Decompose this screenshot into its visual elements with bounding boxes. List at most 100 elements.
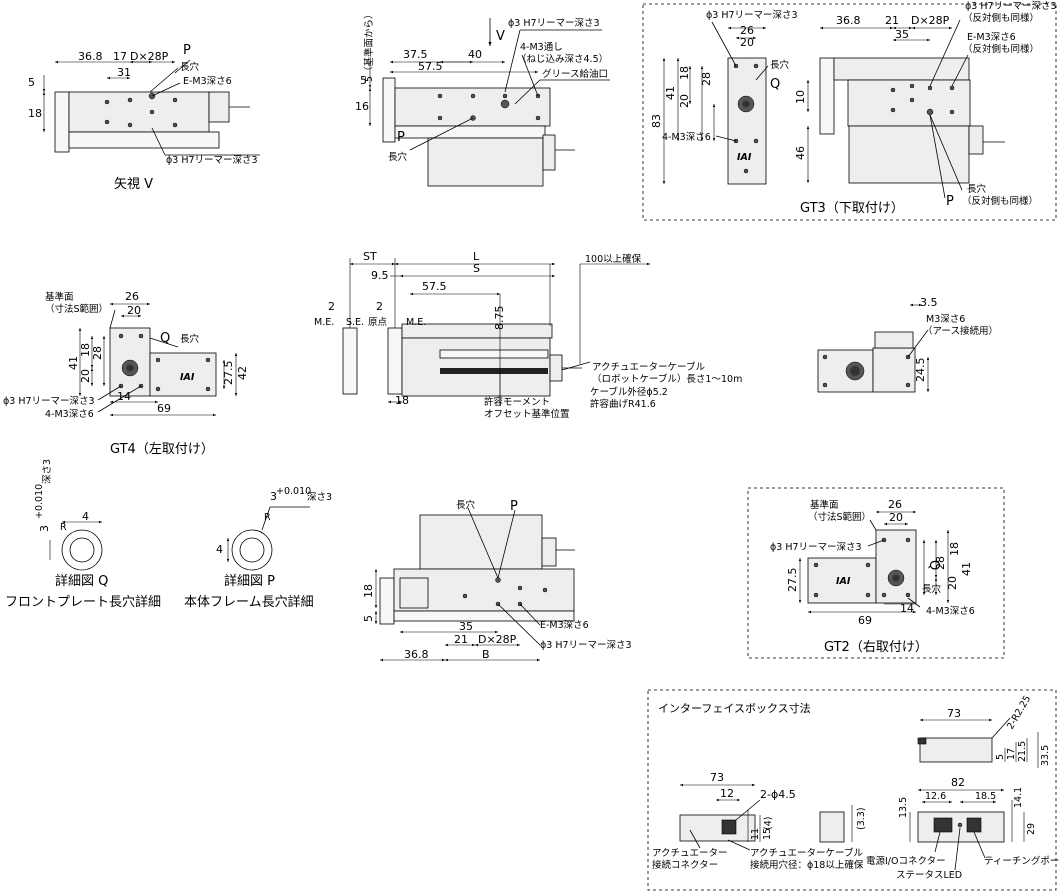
- gt2-dim-27-5: 27.5: [786, 568, 799, 593]
- if-13-5: 13.5: [898, 797, 909, 818]
- if-status: ステータスLED: [896, 870, 962, 881]
- gt4-dim-27-5: 27.5: [222, 361, 235, 386]
- svg-text:IAI: IAI: [737, 152, 752, 163]
- side-cable3: ケーブル外径ϕ5.2: [590, 386, 668, 398]
- if-73b: 73: [710, 771, 724, 784]
- gt3-dim-20: 20: [740, 36, 754, 49]
- if-12-6: 12.6: [925, 791, 946, 802]
- q-depth: 深さ3: [42, 459, 53, 484]
- top-dim-57-5: 57.5: [418, 60, 443, 73]
- bottom-18: 18: [362, 584, 375, 598]
- top-dim-5: 5: [360, 74, 367, 87]
- gt3-dim-dx28p: D×28P: [911, 14, 950, 27]
- gt3-dim-41: 41: [664, 86, 677, 100]
- gt2-frame: [747, 487, 1005, 659]
- if-3-3: (3.3): [856, 807, 867, 830]
- gt3-same2: （反対側も同様）: [963, 43, 1039, 55]
- gt4-m3: 4-M3深さ6: [45, 409, 94, 420]
- side-cable2: （ロボットケーブル）長さ1～10m: [592, 373, 742, 385]
- top-long-hole: 長穴: [388, 151, 408, 163]
- v-dim-18: 18: [28, 107, 42, 120]
- gt3-dim-26: 26: [740, 24, 754, 37]
- p-tol: +0.010: [276, 486, 311, 497]
- if-33-5: 33.5: [1040, 745, 1051, 766]
- gt3-m3: 4-M3深さ6: [662, 132, 711, 143]
- top-p: P: [397, 130, 405, 145]
- if-4: (4): [763, 817, 774, 830]
- gt2-q: Q: [926, 560, 941, 570]
- gt3-dim-10: 10: [794, 90, 807, 104]
- detail-q-title: 詳細図 Q: [55, 573, 108, 589]
- earth-view: [817, 303, 930, 393]
- gt2-dim-28: 28: [934, 556, 947, 570]
- earth-earth: （アース接続用）: [923, 325, 998, 337]
- gt2-view: IAI: [798, 510, 950, 614]
- side-2a: 2: [328, 300, 335, 313]
- detail-q-sub: フロントプレート長穴詳細: [5, 594, 161, 610]
- gt3-dim-46: 46: [794, 146, 807, 160]
- side-l: L: [473, 250, 480, 263]
- gt3-title: GT3（下取付け）: [800, 201, 904, 216]
- gt3-view: IAI: [662, 19, 1005, 199]
- v-em3: E-M3深さ6: [183, 76, 232, 87]
- bottom-36-8: 36.8: [404, 648, 429, 661]
- interface-view: [679, 717, 1039, 871]
- side-moment2: オフセット基準位置: [484, 408, 570, 420]
- gt4-dim-26: 26: [125, 290, 139, 303]
- bottom-b: B: [482, 648, 490, 661]
- gt4-ref: 基準面: [45, 291, 74, 303]
- gt4-long-hole: 長穴: [180, 333, 200, 345]
- earth-3-5: 3.5: [920, 296, 938, 309]
- if-17: 17: [1006, 748, 1017, 760]
- if-14-1: 14.1: [1013, 787, 1024, 808]
- if-73a: 73: [947, 707, 961, 720]
- gt3-dim-83: 83: [650, 114, 663, 128]
- v-dim-36-8: 36.8: [78, 50, 103, 63]
- side-s: S: [473, 262, 480, 275]
- if-cable2: 接続用穴径：ϕ18以上確保: [750, 859, 864, 871]
- p-3: 3: [270, 490, 277, 503]
- gt3-phi3b: ϕ3 H7リーマー深さ3: [965, 1, 1057, 12]
- if-cable1: アクチュエーターケーブル: [750, 847, 863, 859]
- top-dim-16: 16: [355, 100, 369, 113]
- if-12: 12: [720, 787, 734, 800]
- q-3: 3: [38, 525, 51, 532]
- interface-title: インターフェイスボックス寸法: [658, 701, 811, 715]
- top-m3: 4-M3通し: [520, 42, 563, 53]
- gt3-q: Q: [770, 77, 780, 92]
- gt3-dim-28: 28: [700, 72, 713, 86]
- earth-24-5: 24.5: [914, 358, 927, 383]
- q-r: R: [60, 522, 67, 533]
- gt4-q: Q: [160, 331, 170, 346]
- gt3-dim-35: 35: [895, 28, 909, 41]
- gt3-long-hole: 長穴: [770, 59, 790, 71]
- gt2-dim-41: 41: [960, 562, 973, 576]
- gt2-dim-18: 18: [948, 542, 961, 556]
- top-view: [368, 18, 610, 187]
- interface-frame: [647, 689, 1057, 891]
- gt3-frame: [642, 3, 1057, 221]
- earth-m3: M3深さ6: [926, 314, 965, 325]
- gt3-same1: （反対側も同様）: [963, 12, 1039, 24]
- side-100: 100以上確保: [585, 253, 642, 265]
- detail-p-title: 詳細図 P: [224, 573, 275, 589]
- gt3-p: P: [946, 194, 954, 209]
- side-st: ST: [363, 250, 377, 263]
- gt4-dim-18: 18: [79, 343, 92, 357]
- p-depth: 深さ3: [307, 492, 332, 503]
- if-act-conn1: アクチュエーター: [652, 848, 728, 859]
- gt4-dim-14: 14: [117, 390, 131, 403]
- bottom-phi3: ϕ3 H7リーマー深さ3: [540, 640, 632, 651]
- gt2-m3: 4-M3深さ6: [926, 606, 975, 617]
- gt3-dim-36-8: 36.8: [836, 14, 861, 27]
- side-se: S.E.: [346, 317, 364, 328]
- v-phi3: ϕ3 H7リーマー深さ3: [166, 155, 258, 166]
- top-dim-37-5: 37.5: [403, 48, 428, 61]
- if-29: 29: [1026, 823, 1037, 835]
- gt3-long-hole2: 長穴: [967, 183, 987, 195]
- bottom-long-hole: 長穴: [456, 499, 476, 511]
- v-dim-dx28p: D×28P: [130, 50, 169, 63]
- side-me1: M.E.: [314, 317, 334, 328]
- side-8-75: 8.75: [493, 306, 506, 331]
- bottom-em3: E-M3深さ6: [540, 620, 589, 631]
